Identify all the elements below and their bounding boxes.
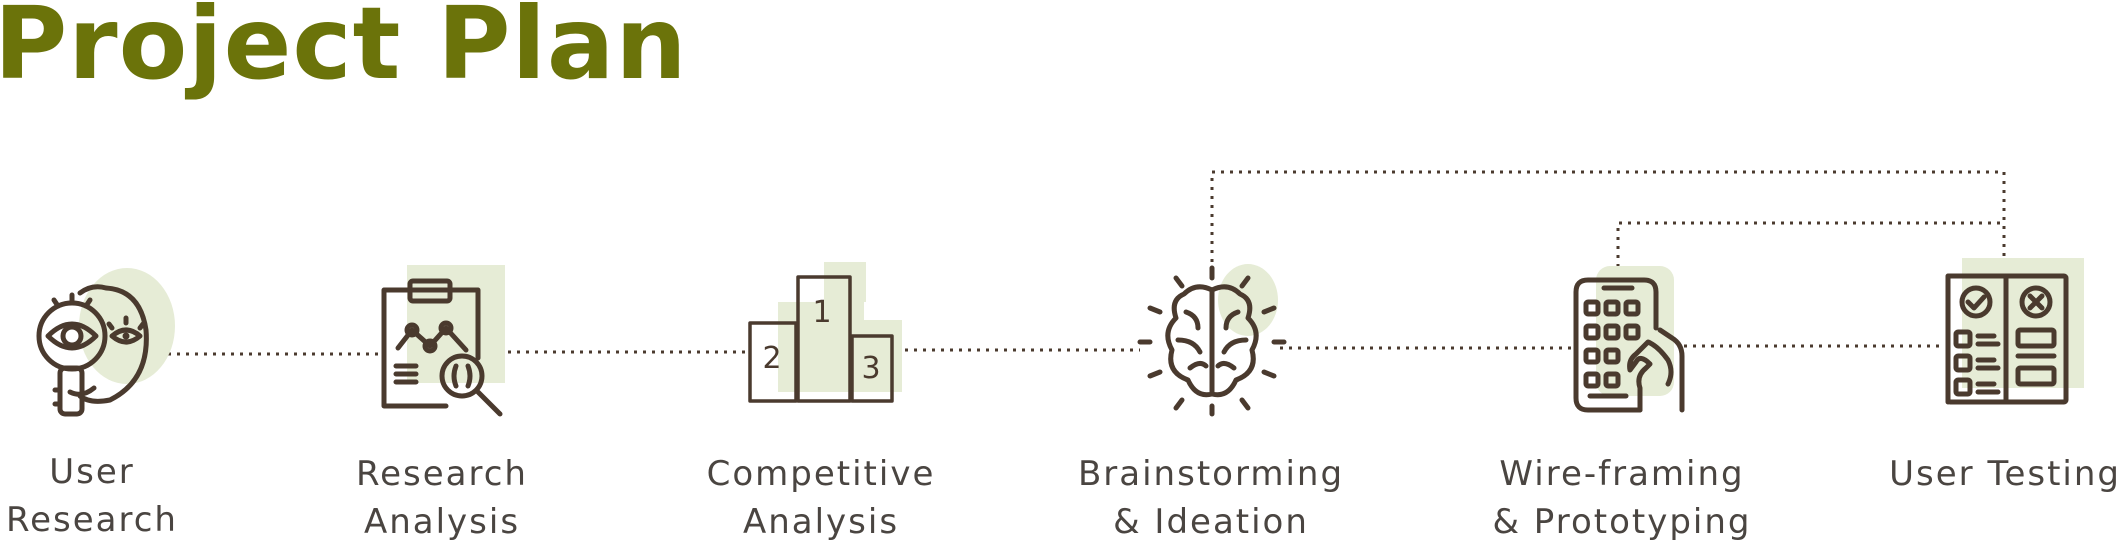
step-label-line: User <box>49 452 135 492</box>
magnifier-eye-icon <box>36 268 175 417</box>
step-label-line: Research <box>356 454 528 494</box>
brain-icon <box>1137 264 1287 417</box>
step-label-user-testing: User Testing <box>1849 450 2121 498</box>
feedback-loop-user-testing-to-brainstorming <box>1210 170 2006 280</box>
clipboard-chart-icon <box>381 265 505 417</box>
connectors <box>150 170 2006 356</box>
step-label-line: Brainstorming <box>1077 454 1345 494</box>
test-checklist-icon <box>1945 258 2084 405</box>
step-label-line: Wire-framing <box>1499 454 1745 494</box>
step-label-line: & Prototyping <box>1492 502 1752 542</box>
page-title: Project Plan <box>0 0 688 102</box>
step-label-wireframing-prototyping: Wire-framing & Prototyping <box>1462 450 1782 546</box>
step-label-line: & Ideation <box>1113 502 1309 542</box>
step-label-line: Research <box>6 500 178 540</box>
podium-number-3: 3 <box>861 351 880 386</box>
step-label-competitive-analysis: Competitive Analysis <box>661 450 981 546</box>
step-label-brainstorming-ideation: Brainstorming & Ideation <box>1051 450 1371 546</box>
step-label-line: Analysis <box>742 502 900 542</box>
phone-hand-icon <box>1573 266 1685 413</box>
step-label-user-research: User Research <box>0 448 252 544</box>
podium-number-1: 1 <box>812 295 831 330</box>
podium-icon: 1 2 3 <box>748 262 902 403</box>
step-label-research-analysis: Research Analysis <box>282 450 602 546</box>
step-label-line: Analysis <box>363 502 521 542</box>
feedback-loop-user-testing-to-wireframing <box>1616 221 2004 276</box>
step-label-line: Competitive <box>706 454 936 494</box>
step-label-line: User Testing <box>1889 454 2121 494</box>
podium-number-2: 2 <box>762 341 781 376</box>
